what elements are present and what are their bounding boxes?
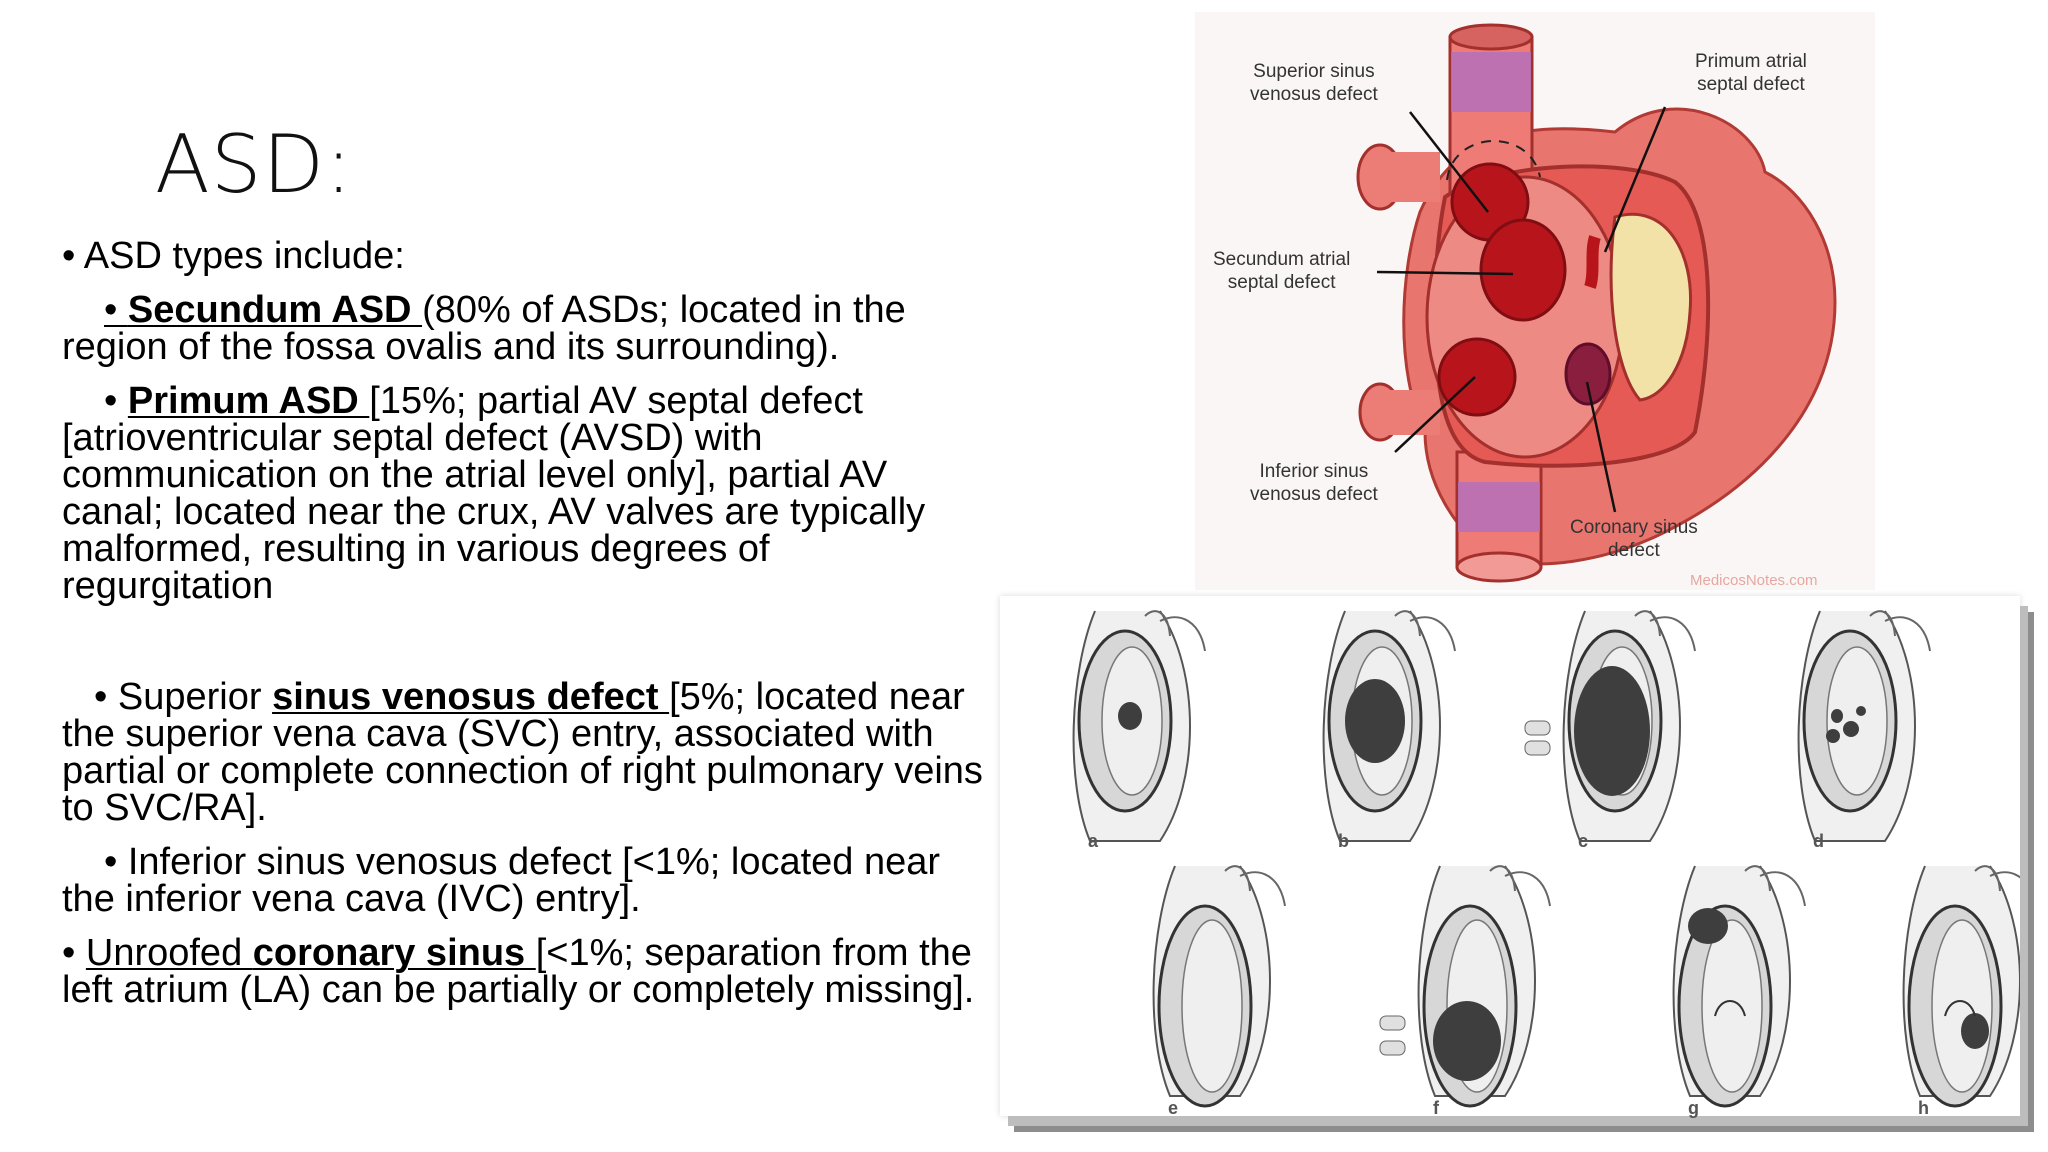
drawing-label-c: c [1578, 831, 1589, 851]
coronary-detail: [<1%; separation from the left atrium (L… [62, 932, 975, 1011]
primum-bullet: • [104, 380, 128, 422]
secundum-paragraph: • Secundum ASD (80% of ASDs; located in … [62, 289, 1002, 368]
drawing-label-g: g [1688, 1098, 1699, 1118]
drawing-label-a: a [1088, 831, 1099, 851]
asd-drawing-h [1902, 865, 2020, 1108]
asd-types-drawings [1072, 610, 2020, 1108]
slide-title: ASD: [155, 118, 354, 211]
superior-paragraph: • Superior sinus venosus defect [5%; loc… [62, 676, 1002, 829]
coronary-term: coronary sinus [252, 932, 536, 974]
secundum-term: Secundum ASD [127, 289, 423, 331]
asd-drawing-d [1797, 610, 1931, 842]
drawing-label-e: e [1168, 1098, 1179, 1118]
primum-paragraph: • Primum ASD [15%; partial AV septal def… [62, 380, 962, 607]
secundum-bullet: • [104, 289, 128, 331]
coronary-bullet: • [62, 932, 86, 974]
inferior-paragraph: • Inferior sinus venosus defect [<1%; lo… [62, 841, 941, 920]
superior-detail: [5%; located near the superior vena cava… [62, 676, 983, 829]
asd-drawing-g [1672, 865, 1806, 1108]
watermark: MedicosNotes.com [1690, 572, 1818, 589]
asd-drawing-c [1524, 610, 1696, 842]
asd-drawing-f [1379, 865, 1551, 1108]
drawing-label-f: f [1433, 1098, 1439, 1118]
asd-drawing-b [1322, 610, 1456, 842]
coronary-paragraph: • Unroofed coronary sinus [<1%; separati… [62, 932, 1002, 1011]
intro-text: • ASD types include: [62, 235, 405, 277]
drawing-label-h: h [1918, 1098, 1929, 1118]
superior-prefix: • Superior [94, 676, 273, 718]
secundum-detail: (80% of ASDs; located in the region of t… [62, 289, 906, 368]
drawing-label-b: b [1338, 831, 1349, 851]
slide-body: • ASD types include: • Secundum ASD (80%… [62, 235, 1002, 1011]
drawing-label-d: d [1813, 831, 1824, 851]
coronary-pre: Unroofed [85, 932, 253, 974]
primum-term: Primum ASD [127, 380, 370, 422]
asd-drawing-e [1152, 865, 1286, 1108]
heart-illustration [1195, 12, 1875, 590]
asd-drawing-a [1072, 610, 1206, 842]
superior-term: sinus venosus defect [272, 676, 670, 718]
asd-types-panel: a b c d e f g h [1000, 596, 2020, 1118]
primum-detail: [15%; partial AV septal defect [atrioven… [62, 380, 926, 607]
